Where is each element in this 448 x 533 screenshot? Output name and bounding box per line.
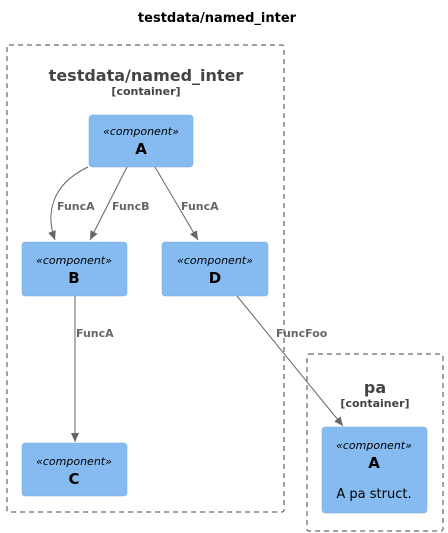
edges: FuncA FuncB FuncA FuncA FuncFoo	[48, 166, 344, 442]
component-d-name: D	[209, 269, 221, 287]
component-c-stereotype: «component»	[36, 455, 112, 468]
component-pa-a-description: A pa struct.	[336, 487, 411, 502]
component-a-box[interactable]	[88, 114, 194, 168]
component-d[interactable]: «component» D	[161, 241, 269, 297]
component-c[interactable]: «component» C	[21, 442, 128, 497]
container-boundary-main-frame	[6, 44, 285, 513]
component-pa-a-box[interactable]	[321, 426, 428, 514]
component-a[interactable]: «component» A	[88, 114, 194, 168]
component-b-name: B	[68, 269, 79, 287]
component-c-name: C	[68, 470, 79, 488]
container-main-name: testdata/named_inter	[49, 66, 244, 85]
component-d-box[interactable]	[161, 241, 269, 297]
edge-label-a-b-left: FuncA	[57, 200, 95, 213]
edge-label-b-c: FuncA	[76, 327, 114, 340]
component-pa-a-stereotype: «component»	[336, 439, 412, 452]
edge-label-a-b-right: FuncB	[112, 200, 150, 213]
component-a-name: A	[135, 140, 147, 158]
edge-label-d-pa-a: FuncFoo	[276, 327, 328, 340]
edge-a-to-b-left	[48, 166, 89, 241]
edge-label-a-d: FuncA	[181, 200, 219, 213]
component-c-box[interactable]	[21, 442, 128, 497]
container-pa-type: [container]	[340, 397, 409, 410]
edge-d-to-pa-a	[236, 295, 344, 427]
component-b-stereotype: «component»	[36, 254, 112, 267]
container-boundary-pa-frame	[306, 353, 444, 532]
edge-a-to-b-right	[89, 166, 128, 241]
component-pa-a-name: A	[368, 454, 380, 472]
component-a-stereotype: «component»	[103, 125, 179, 138]
component-b-box[interactable]	[21, 241, 128, 297]
component-d-stereotype: «component»	[177, 254, 253, 267]
edge-a-to-d	[154, 166, 199, 241]
container-main-type: [container]	[111, 85, 180, 98]
diagram-title: testdata/named_inter	[138, 11, 297, 26]
component-b[interactable]: «component» B	[21, 241, 128, 297]
container-boundary-main: testdata/named_inter [container]	[6, 44, 285, 513]
component-pa-a[interactable]: «component» A A pa struct.	[321, 426, 428, 514]
container-pa-name: pa	[364, 378, 386, 397]
container-boundary-pa: pa [container]	[306, 353, 444, 532]
